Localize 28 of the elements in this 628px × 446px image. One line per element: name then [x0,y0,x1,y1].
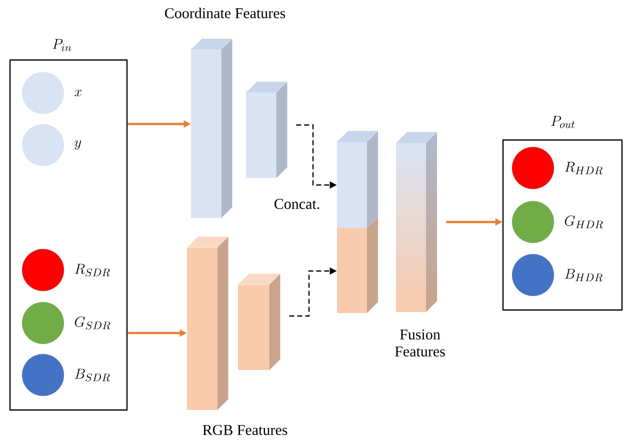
circle-label: $B_{HDR}$ [564,268,603,282]
circle [22,249,64,291]
feature-bar [186,236,228,410]
circle [22,124,64,166]
circle [512,254,554,296]
circle [512,201,554,243]
circle [22,72,64,114]
circle [22,302,64,344]
circle [22,354,64,396]
caption-text: Coordinate Features [165,8,286,18]
caption-text: RGB Features [202,424,288,436]
circle-label: $B_{SDR}$ [74,368,110,382]
circle [512,147,554,189]
circle-label: $G_{HDR}$ [564,216,603,228]
circle-label: $x$ [74,90,82,96]
node-label: $P_{in}$ [52,38,72,52]
circle-label: $R_{HDR}$ [564,162,603,174]
feature-bar [396,132,437,312]
circle-label: $R_{SDR}$ [74,264,110,276]
caption-text: Concat. [274,198,320,210]
circle-label: $G_{SDR}$ [74,316,110,330]
feature-bar [246,82,288,178]
feature-bar [190,38,232,218]
circle-label: $y$ [74,140,82,150]
feature-bar [337,131,378,313]
node-label: $P_{out}$ [551,116,575,128]
caption-text: Fusion Features [395,329,445,357]
feature-bar [238,274,280,370]
